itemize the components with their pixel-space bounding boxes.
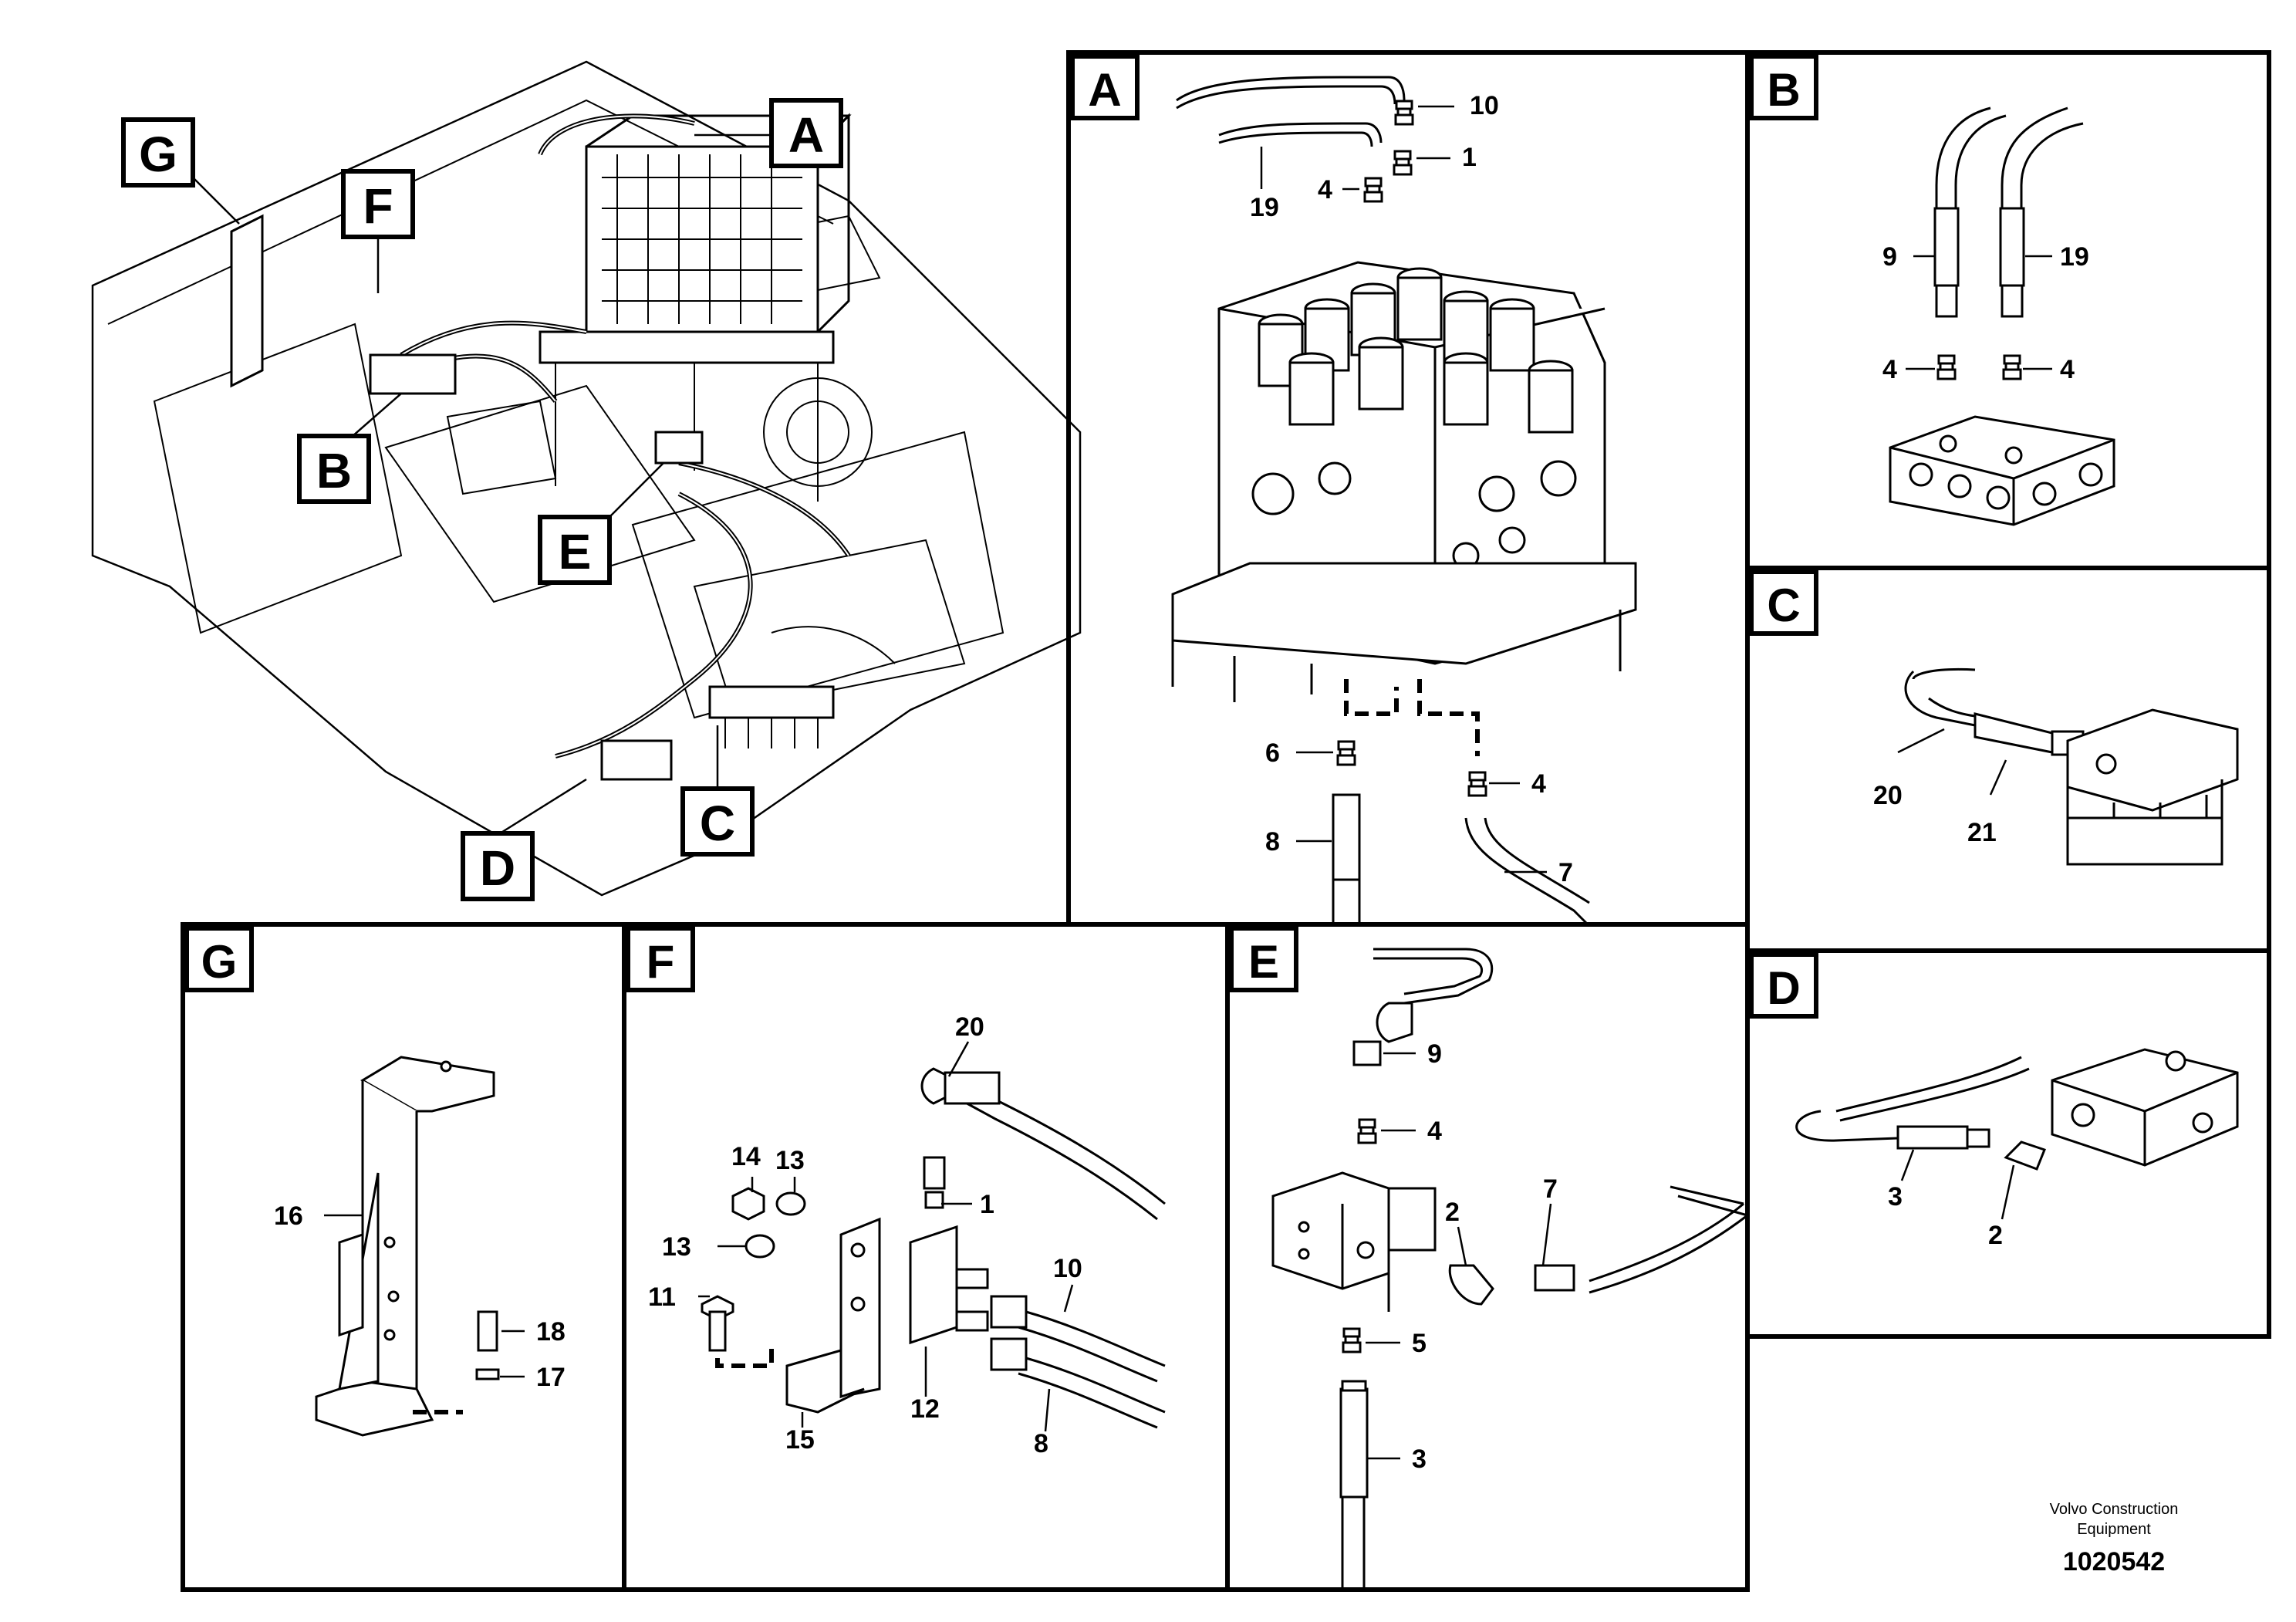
svg-text:16: 16 bbox=[274, 1201, 303, 1231]
svg-text:14: 14 bbox=[731, 1142, 761, 1171]
svg-text:3: 3 bbox=[1412, 1445, 1427, 1474]
svg-text:18: 18 bbox=[536, 1317, 566, 1347]
svg-text:A: A bbox=[788, 107, 824, 163]
panel-b: B 9 19 4 4 bbox=[1749, 54, 2115, 526]
svg-text:F: F bbox=[647, 936, 675, 988]
svg-text:4: 4 bbox=[1427, 1117, 1442, 1146]
svg-text:8: 8 bbox=[1034, 1429, 1048, 1458]
svg-text:3: 3 bbox=[1888, 1182, 1903, 1211]
svg-text:8: 8 bbox=[1265, 827, 1280, 857]
svg-text:D: D bbox=[1767, 962, 1800, 1014]
svg-text:21: 21 bbox=[1967, 818, 1997, 847]
panel-c: C 20 21 bbox=[1749, 569, 2239, 866]
callout-a: A bbox=[769, 98, 843, 168]
svg-text:1: 1 bbox=[1462, 143, 1477, 172]
svg-text:D: D bbox=[480, 840, 515, 896]
svg-text:19: 19 bbox=[2060, 242, 2089, 272]
svg-text:13: 13 bbox=[775, 1146, 805, 1175]
callout-e: E bbox=[538, 515, 612, 585]
svg-text:C: C bbox=[1767, 580, 1800, 631]
svg-text:20: 20 bbox=[955, 1012, 984, 1042]
footer: Volvo Construction Equipment 1020542 bbox=[2050, 1501, 2179, 1576]
svg-text:4: 4 bbox=[1318, 175, 1332, 204]
svg-text:15: 15 bbox=[785, 1425, 815, 1455]
svg-text:2: 2 bbox=[1445, 1198, 1460, 1227]
panel-g: G 16 18 17 bbox=[184, 926, 566, 1437]
svg-text:C: C bbox=[700, 796, 735, 851]
svg-text:F: F bbox=[363, 178, 393, 234]
svg-text:E: E bbox=[1248, 936, 1279, 988]
brand-line-1: Volvo Construction bbox=[2050, 1501, 2179, 1518]
callout-b: B bbox=[297, 434, 371, 504]
svg-text:G: G bbox=[139, 127, 177, 182]
panel-d: D 3 2 bbox=[1749, 952, 2239, 1250]
svg-text:7: 7 bbox=[1558, 858, 1573, 887]
svg-text:5: 5 bbox=[1412, 1329, 1427, 1358]
brand-line-2: Equipment bbox=[2077, 1521, 2151, 1538]
drawing-number: 1020542 bbox=[2063, 1547, 2165, 1576]
callout-c: C bbox=[680, 786, 755, 857]
svg-text:E: E bbox=[559, 524, 592, 580]
panel-frames bbox=[181, 50, 2271, 1592]
svg-text:19: 19 bbox=[1250, 193, 1279, 222]
svg-text:7: 7 bbox=[1543, 1174, 1558, 1204]
svg-text:13: 13 bbox=[662, 1232, 691, 1262]
svg-text:10: 10 bbox=[1470, 91, 1499, 120]
svg-text:4: 4 bbox=[2060, 355, 2075, 384]
svg-text:17: 17 bbox=[536, 1363, 566, 1392]
svg-text:4: 4 bbox=[1882, 355, 1897, 384]
svg-text:B: B bbox=[1767, 64, 1800, 116]
svg-text:B: B bbox=[316, 443, 352, 498]
svg-text:11: 11 bbox=[648, 1282, 676, 1312]
callout-f: F bbox=[341, 169, 415, 239]
svg-text:20: 20 bbox=[1873, 781, 1903, 810]
svg-text:G: G bbox=[201, 936, 238, 988]
svg-text:9: 9 bbox=[1427, 1039, 1442, 1069]
panel-a: A bbox=[1070, 54, 1637, 928]
svg-text:4: 4 bbox=[1531, 769, 1546, 799]
callout-d: D bbox=[461, 831, 535, 901]
callout-g: G bbox=[121, 117, 195, 188]
overview-illustration bbox=[91, 60, 1082, 897]
panel-f: F bbox=[626, 926, 1166, 1458]
panel-e: E bbox=[1229, 926, 1748, 1590]
svg-text:12: 12 bbox=[910, 1394, 940, 1424]
svg-text:2: 2 bbox=[1988, 1221, 2003, 1250]
svg-text:1: 1 bbox=[980, 1190, 994, 1219]
svg-text:A: A bbox=[1088, 64, 1121, 116]
svg-text:6: 6 bbox=[1265, 738, 1280, 768]
svg-text:9: 9 bbox=[1882, 242, 1897, 272]
svg-text:10: 10 bbox=[1053, 1254, 1082, 1283]
